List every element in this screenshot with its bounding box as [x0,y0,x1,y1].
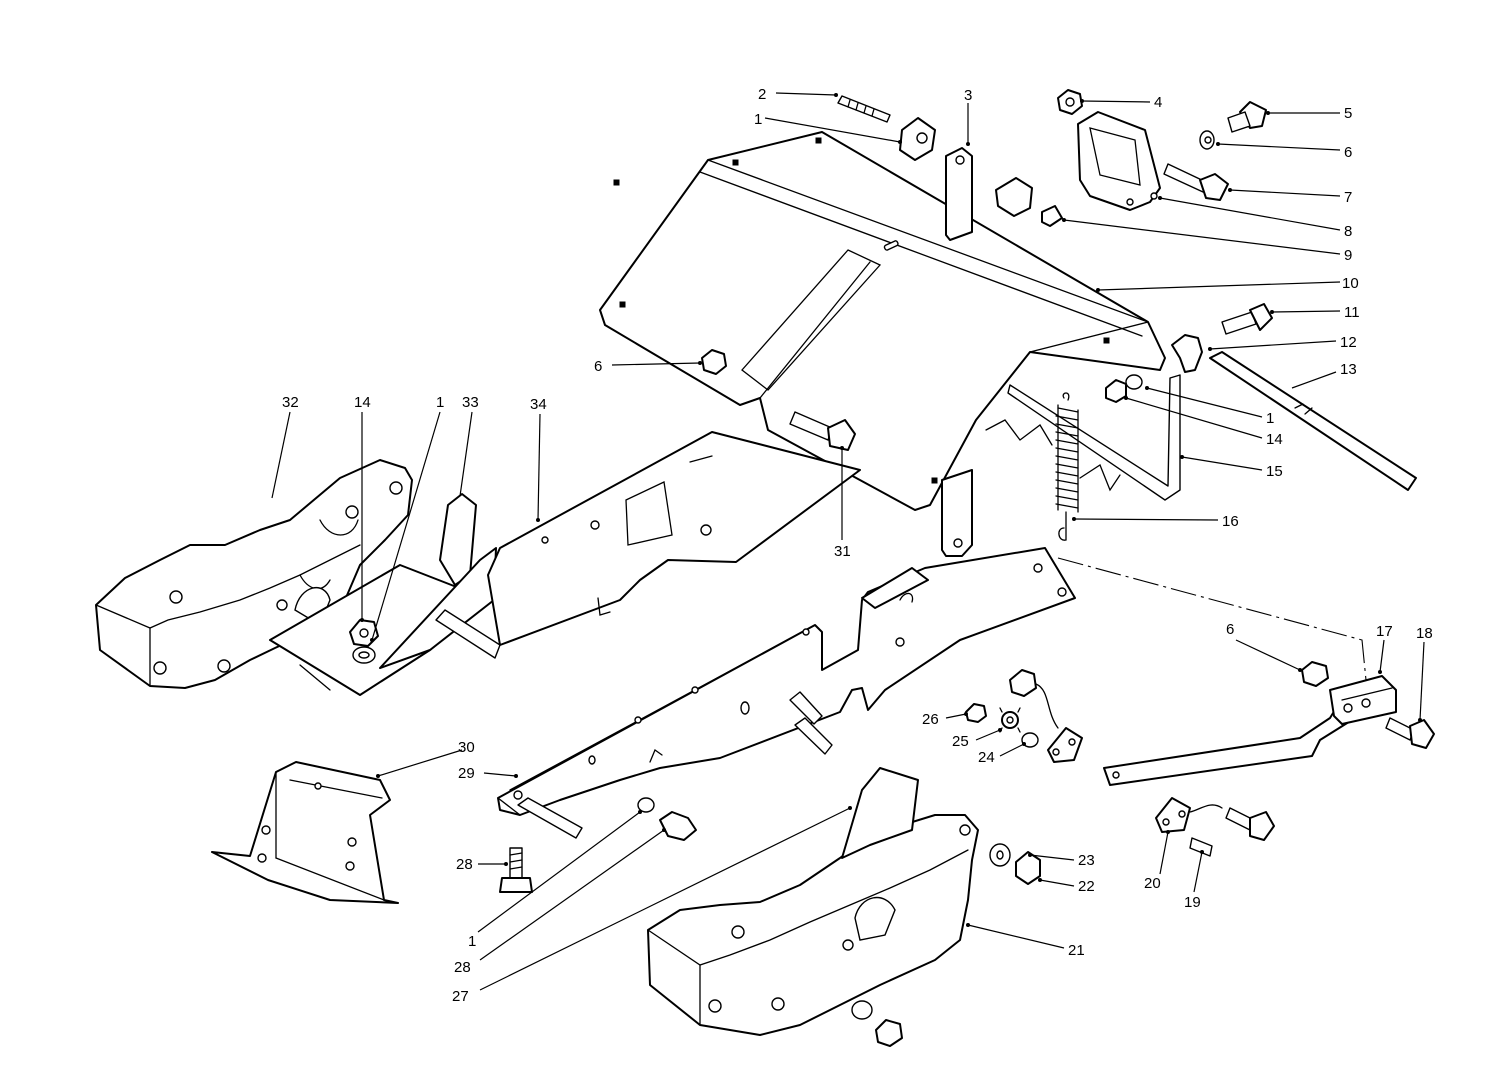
callout-1-bottom: 1 [468,933,476,950]
bolt-5 [1227,101,1267,133]
callout-8: 8 [1344,223,1352,240]
callout-7: 7 [1344,189,1352,206]
callout-26: 26 [922,711,939,728]
bushing-9 [995,177,1063,227]
nut-22 [1015,851,1041,885]
callout-27: 27 [452,988,469,1005]
callout-2: 2 [758,86,766,103]
callout-14-left: 14 [354,394,371,411]
callout-labels: 2 1 3 4 5 6 7 8 9 10 11 12 13 1 14 15 16… [282,86,1433,1005]
lock-washer-25 [999,707,1021,733]
callout-19: 19 [1184,894,1201,911]
washer-1-left [352,646,376,664]
callout-12: 12 [1340,334,1357,351]
callout-1-mid: 1 [1266,410,1274,427]
nut-bottom [875,1019,903,1047]
nut-top-center [1009,669,1059,729]
bolt-7 [1163,163,1229,201]
callout-6-cover: 6 [594,358,602,375]
bolt-28-top [659,811,697,841]
callout-9: 9 [1344,247,1352,264]
lower-frame-29 [497,547,1076,816]
upright-27 [841,767,919,859]
nut-14-mid [1105,379,1127,403]
callout-32: 32 [282,394,299,411]
support-bracket [985,374,1181,501]
callout-30: 30 [458,739,475,756]
right-counterweight-21 [647,814,979,1036]
rubber-bushing-1 [899,117,936,161]
callout-31: 31 [834,543,851,560]
nut-4 [1057,89,1083,115]
bolt-right [1225,807,1275,841]
bracket-30 [211,761,399,904]
callout-6-top: 6 [1344,144,1352,161]
nut-26 [965,703,987,723]
washer-1-lower [637,797,655,813]
left-counterweight-32 [95,459,413,689]
bracket-plate-a [1047,727,1083,763]
callout-20: 20 [1144,875,1161,892]
bolt-31 [789,411,856,451]
callout-14-mid: 14 [1266,431,1283,448]
callout-23: 23 [1078,852,1095,869]
bolt-28-bottom [499,847,533,893]
callout-11: 11 [1344,304,1360,321]
washer-bottom [851,1000,873,1020]
callout-17: 17 [1376,623,1393,640]
callout-24: 24 [978,749,995,766]
stud-center [517,691,833,839]
callout-15: 15 [1266,463,1283,480]
callout-21: 21 [1068,942,1085,959]
nut-6-cover [701,349,727,375]
bracket-plate-20 [1155,797,1223,833]
long-arm-34 [487,431,861,646]
callout-33: 33 [462,394,479,411]
callout-34: 34 [530,396,547,413]
callout-3: 3 [964,87,972,104]
callout-6-right: 6 [1226,621,1234,638]
bolt-2 [837,95,891,123]
washer-1-mid [1125,374,1143,390]
callout-28-bottom: 28 [454,959,471,976]
cover-plate [599,131,1166,511]
callout-1-left: 1 [436,394,444,411]
callout-29: 29 [458,765,475,782]
callout-16: 16 [1222,513,1239,530]
callout-22: 22 [1078,878,1095,895]
right-arm-17 [1103,675,1397,786]
alignment-line [1057,557,1367,681]
washer-23 [989,843,1011,867]
callout-5: 5 [1344,105,1352,122]
clamp-plate-8 [1077,111,1161,211]
callout-4: 4 [1154,94,1162,111]
spring-16 [1055,392,1079,541]
bolt-19 [1189,837,1213,857]
bolt-18 [1385,717,1435,749]
callout-10: 10 [1342,275,1359,292]
bolt-11 [1221,303,1273,335]
plate-33 [439,493,477,586]
clip-12 [1171,334,1203,373]
callout-13: 13 [1340,361,1357,378]
vertical-strap [941,147,973,557]
washer-24 [1021,732,1039,748]
rod-13 [1209,351,1417,491]
leader-lines [271,92,1425,991]
callout-25: 25 [952,733,969,750]
nut-6-right [1301,661,1329,687]
callout-18: 18 [1416,625,1433,642]
washer-6-top [1199,130,1215,150]
callout-28-left: 28 [456,856,473,873]
callout-1-top: 1 [754,111,762,128]
